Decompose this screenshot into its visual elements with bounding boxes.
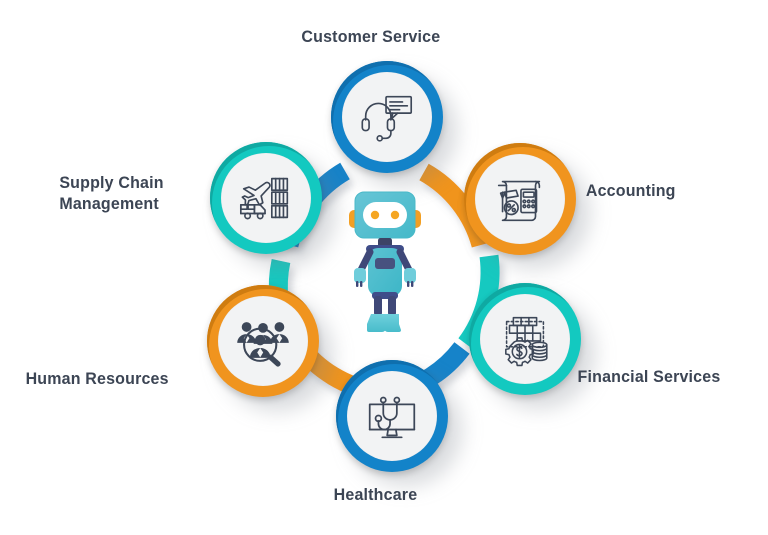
label-accounting: Accounting <box>585 181 676 200</box>
node-financial-services[interactable] <box>469 283 595 409</box>
node-accounting[interactable] <box>464 143 590 269</box>
label-financial-services: Financial Services <box>577 367 721 386</box>
label-supply-chain-management: Supply Chain Management <box>59 173 164 214</box>
node-icon-wrap <box>342 72 432 162</box>
node-icon-wrap <box>475 154 565 244</box>
headset-chat-icon <box>361 95 413 142</box>
node-icon-wrap <box>480 294 570 384</box>
node-customer-service[interactable] <box>331 61 457 187</box>
robot-icon <box>346 188 424 343</box>
invoice-calculator-icon <box>497 180 541 222</box>
node-supply-chain-management[interactable] <box>210 142 336 268</box>
node-icon-wrap <box>347 371 437 461</box>
node-icon-wrap <box>221 153 311 243</box>
money-gear-coins-icon <box>505 316 548 367</box>
label-customer-service: Customer Service <box>301 27 441 46</box>
monitor-stethoscope-icon <box>368 396 416 439</box>
people-search-icon <box>237 322 289 367</box>
node-icon-wrap <box>218 296 308 386</box>
node-healthcare[interactable] <box>336 360 462 486</box>
label-healthcare: Healthcare <box>333 485 418 504</box>
plane-truck-cargo-icon <box>239 177 289 220</box>
label-human-resources: Human Resources <box>25 369 169 388</box>
node-human-resources[interactable] <box>207 285 333 411</box>
